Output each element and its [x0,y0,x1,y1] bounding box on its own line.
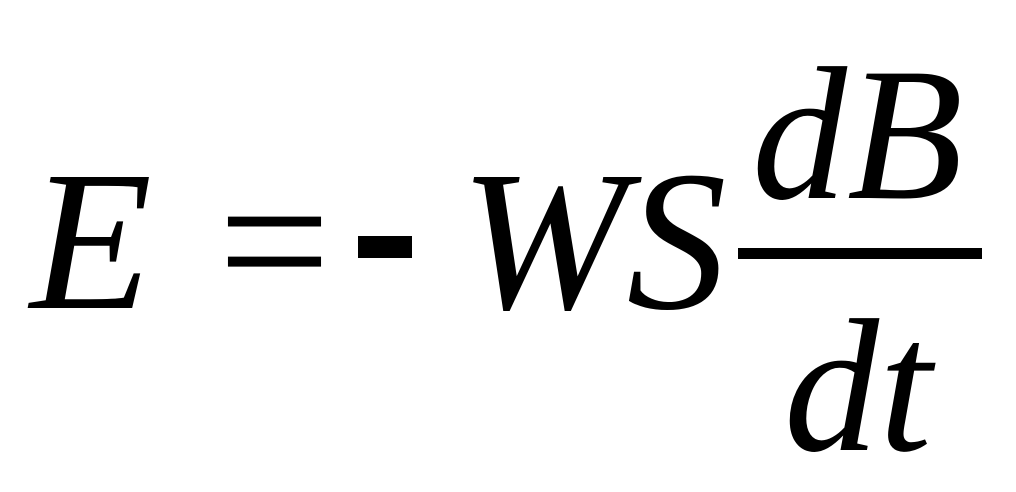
fraction-denominator: dt [784,282,932,492]
fraction-numerator: dB [752,30,964,240]
product-symbols: WS [460,131,727,352]
minus-sign: - [358,236,412,258]
equals-sign: = [218,131,331,352]
fraction-bar [738,248,982,259]
lhs-symbol: E [30,131,153,352]
